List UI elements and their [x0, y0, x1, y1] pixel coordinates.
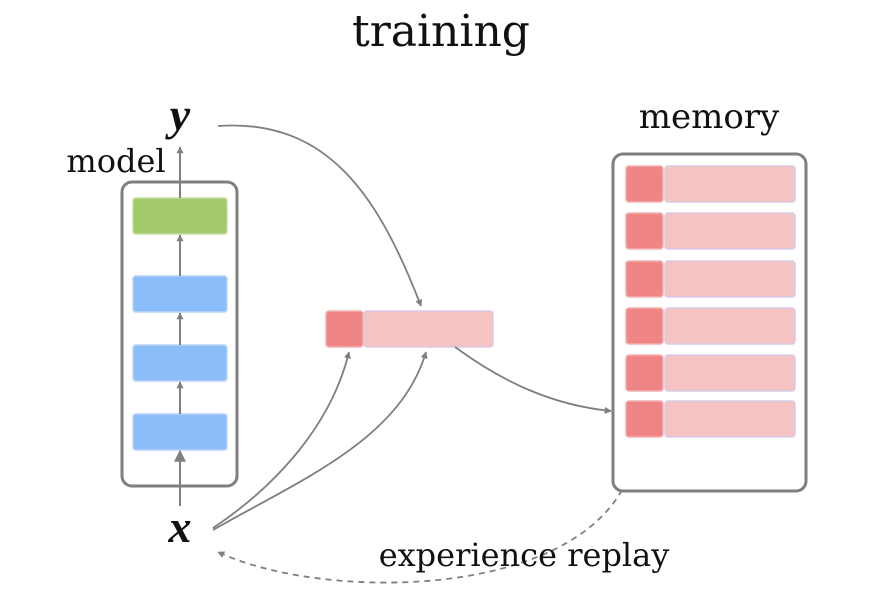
- memory-slot-2-key: [625, 212, 664, 250]
- memory-slot-3-value: [664, 260, 796, 298]
- experience-replay-label: experience replay: [379, 536, 670, 574]
- model-layer-1: [132, 413, 228, 451]
- memory-label: memory: [639, 97, 780, 137]
- memory-slot-1-value: [664, 165, 796, 203]
- memory-slot-6-value: [664, 400, 796, 438]
- output-variable-y: y: [165, 89, 191, 140]
- memory-slot-2-value: [664, 212, 796, 250]
- memory-slot-5-key: [625, 354, 664, 392]
- input-variable-x: x: [168, 501, 192, 552]
- memory-box: [611, 152, 808, 493]
- memory-slot-4-key: [625, 307, 664, 345]
- model-layer-2: [132, 344, 228, 382]
- memory-slots: [625, 165, 796, 438]
- example-value-cell: [363, 310, 494, 348]
- example-key-cell: [325, 310, 364, 348]
- arrow-x-to-example-value: [212, 351, 428, 531]
- arrow-y-to-example: [217, 124, 422, 307]
- memory-slot-5-value: [664, 354, 796, 392]
- arrow-example-to-memory: [454, 346, 612, 414]
- memory-slot-6-key: [625, 400, 664, 438]
- model-label: model: [66, 142, 165, 180]
- memory-slot-1-key: [625, 165, 664, 203]
- model-output-layer: [132, 197, 228, 235]
- arrow-x-to-example-key: [212, 351, 351, 529]
- diagram-title: training: [352, 6, 530, 57]
- memory-slot-3-key: [625, 260, 664, 298]
- memory-slot-4-value: [664, 307, 796, 345]
- model-layer-3: [132, 275, 228, 313]
